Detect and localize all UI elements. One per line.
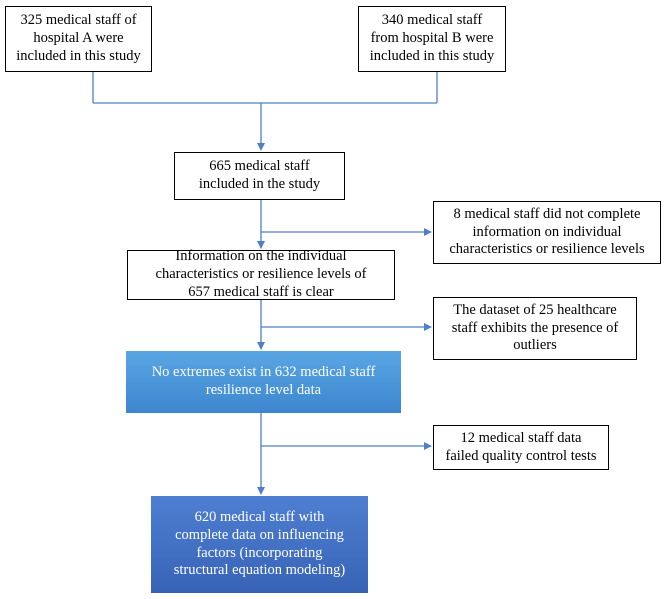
box-hospital-b: 340 medical staff from hospital B were i…	[358, 6, 506, 72]
box-included: 665 medical staff included in the study	[174, 152, 345, 200]
box-excluded-incomplete: 8 medical staff did not complete informa…	[433, 201, 661, 264]
box-included-text: 665 medical staff included in the study	[198, 158, 321, 192]
box-excluded-incomplete-text: 8 medical staff did not complete informa…	[449, 205, 645, 258]
box-clear-info-text: Information on the individual characteri…	[155, 248, 367, 300]
box-excluded-qc: 12 medical staff data failed quality con…	[433, 425, 609, 470]
box-hospital-b-text: 340 medical staff from hospital B were i…	[369, 12, 495, 64]
box-final: 620 medical staff with complete data on …	[151, 496, 368, 593]
box-excluded-outliers: The dataset of 25 healthcare staff exhib…	[433, 297, 637, 360]
box-excluded-qc-text: 12 medical staff data failed quality con…	[445, 429, 597, 464]
box-excluded-outliers-text: The dataset of 25 healthcare staff exhib…	[451, 301, 619, 354]
box-final-text: 620 medical staff with complete data on …	[173, 509, 346, 579]
box-hospital-a-text: 325 medical staff of hospital A were inc…	[16, 12, 141, 64]
box-no-extremes: No extremes exist in 632 medical staff r…	[126, 351, 401, 413]
box-no-extremes-text: No extremes exist in 632 medical staff r…	[151, 364, 376, 398]
box-clear-info: Information on the individual characteri…	[127, 248, 395, 300]
box-hospital-a: 325 medical staff of hospital A were inc…	[5, 6, 152, 72]
